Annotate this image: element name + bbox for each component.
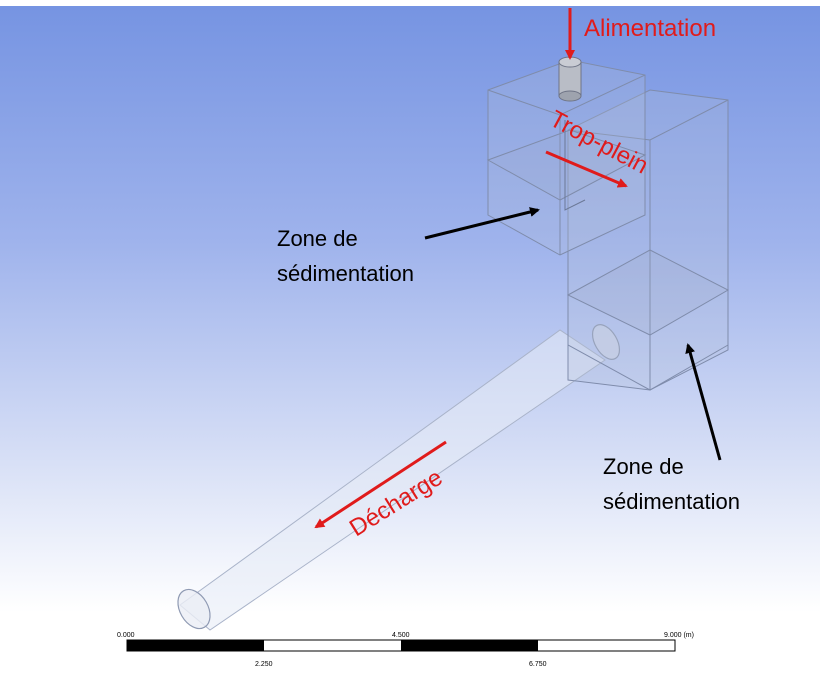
- scale-tick-label: 0.000: [117, 632, 135, 639]
- zone1-pointer: [424, 207, 540, 240]
- zone2-label-line2: sédimentation: [603, 489, 740, 514]
- zone2-pointer: [685, 343, 722, 461]
- feed-label: Alimentation: [584, 15, 716, 42]
- scale-segment: [127, 640, 264, 651]
- scale-tick-label: 9.000 (m): [664, 632, 694, 639]
- upper-tank: [486, 59, 647, 256]
- discharge-arrow: [314, 440, 447, 529]
- scale-tick-label: 2.250: [255, 661, 273, 668]
- feed-nozzle: [558, 56, 582, 102]
- discharge-pipe: [177, 324, 621, 631]
- zone1-label-line1: Zone de: [277, 226, 358, 251]
- pipe-inlet: [591, 324, 621, 360]
- overflow-arrow: [545, 150, 628, 188]
- scale-tick-label: 4.500: [392, 632, 410, 639]
- zone1-label-line2: sédimentation: [277, 261, 414, 286]
- zone2-label-line1: Zone de: [603, 454, 684, 479]
- scale-bar: 0.000 4.500 9.000 (m) 2.250 6.750: [117, 632, 694, 668]
- pipe-outlet: [177, 588, 211, 630]
- right-tank: [566, 89, 730, 391]
- top-band: [0, 0, 820, 6]
- scale-segment: [401, 640, 538, 651]
- 3d-viewport[interactable]: [0, 6, 820, 680]
- scale-tick-label: 6.750: [529, 661, 547, 668]
